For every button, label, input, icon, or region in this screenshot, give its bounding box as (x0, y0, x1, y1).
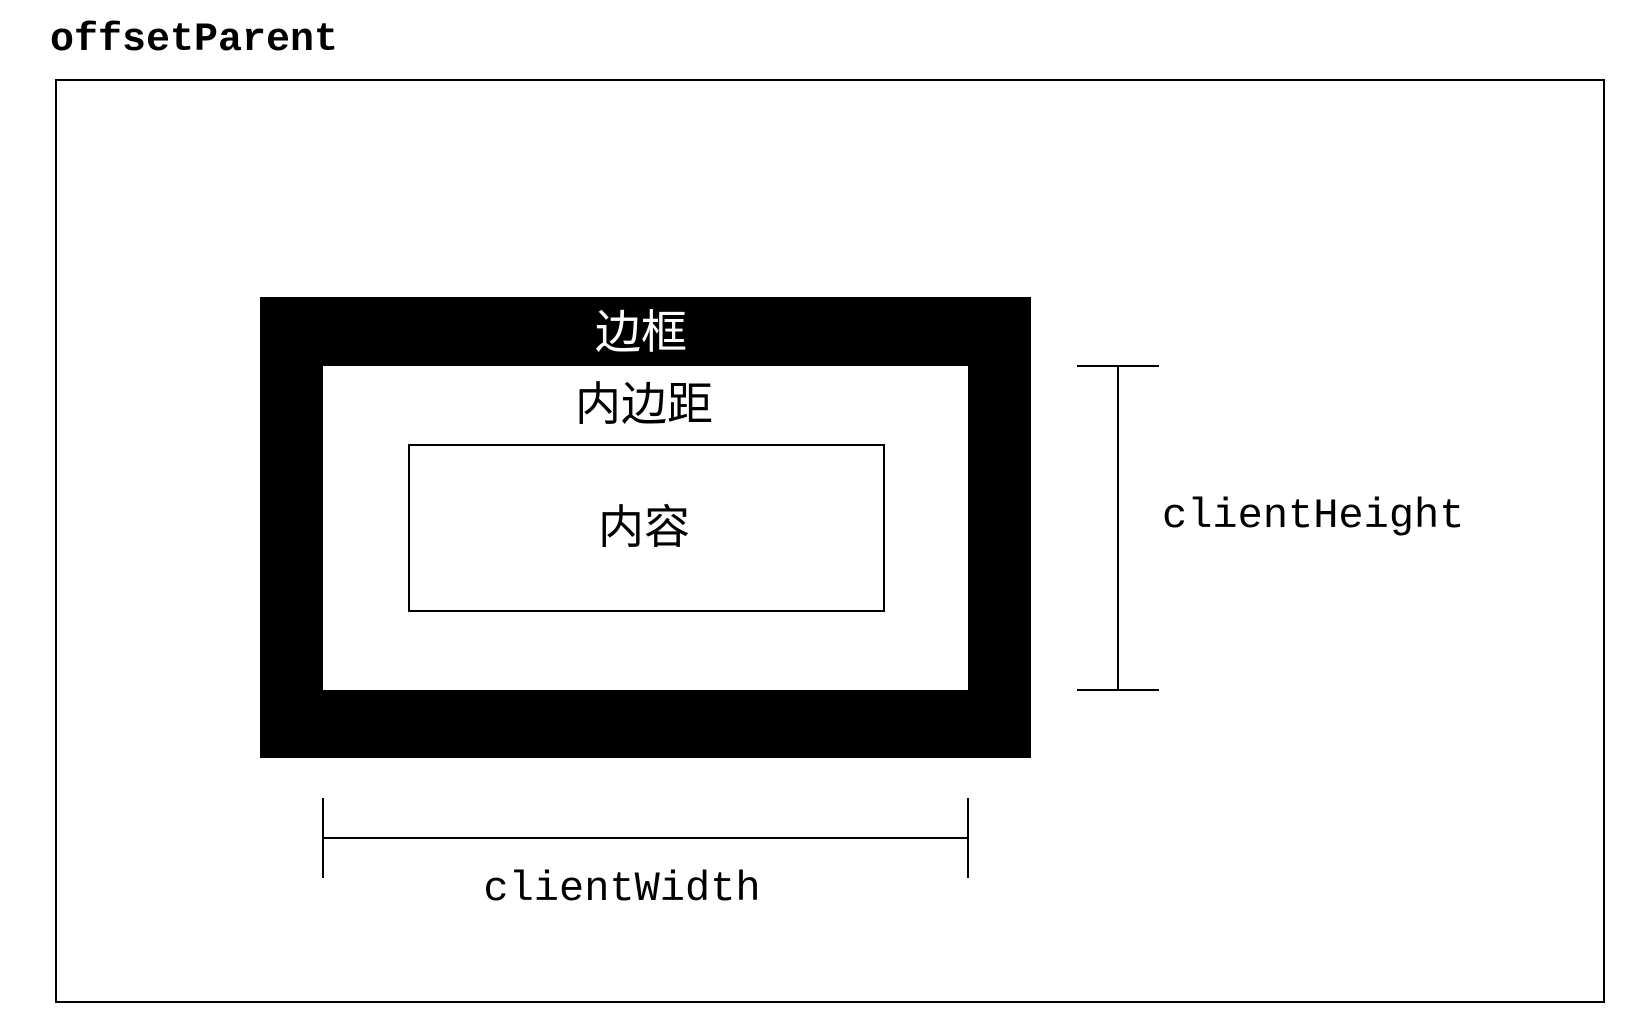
client-width-marker (322, 798, 969, 878)
offset-parent-title: offsetParent (50, 18, 338, 63)
border-label: 边框 (595, 305, 687, 359)
client-height-marker (1077, 365, 1159, 691)
offset-parent-frame (55, 79, 1605, 1003)
content-label: 内容 (598, 500, 690, 554)
padding-label: 内边距 (575, 377, 713, 431)
element-content (408, 444, 885, 612)
client-width-label: clientWidth (483, 865, 760, 913)
client-height-label: clientHeight (1162, 492, 1464, 540)
